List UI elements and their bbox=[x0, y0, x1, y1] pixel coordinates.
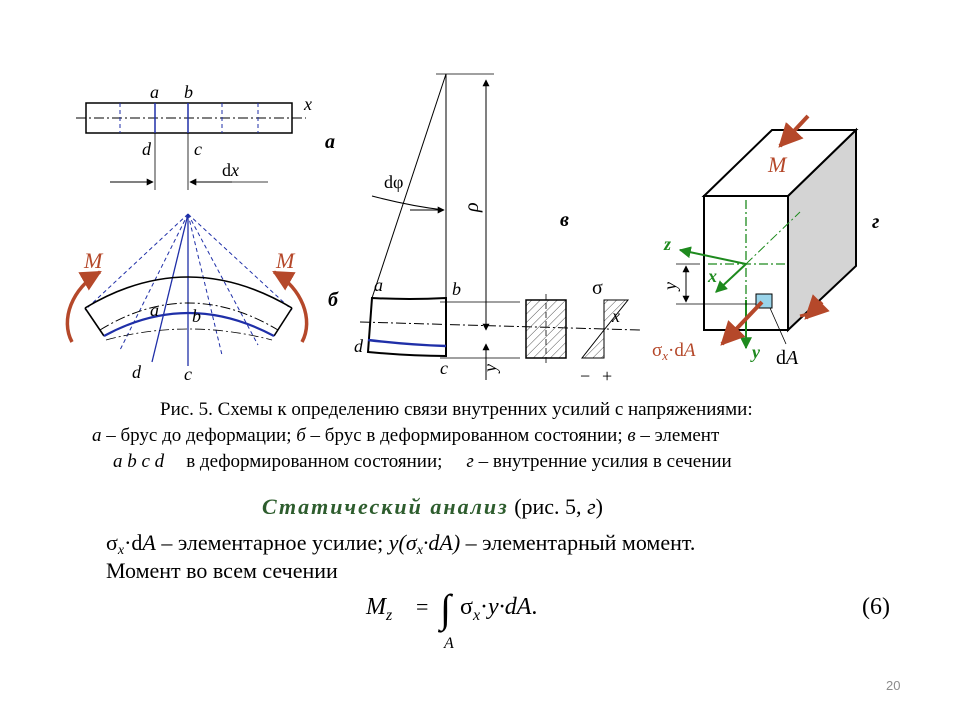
panel-b: M M a b d c б bbox=[65, 213, 339, 384]
label-d-elem: d bbox=[354, 336, 364, 356]
dA-A: A bbox=[142, 530, 156, 555]
sigma-symbol: σ bbox=[106, 530, 118, 555]
caption-g-text: – внутренние усилия в сечении bbox=[473, 451, 732, 472]
label-y-elem: y bbox=[480, 364, 500, 374]
body-line-2: Момент во всем сечении bbox=[106, 558, 338, 583]
equation-number: (6) bbox=[862, 594, 890, 620]
label-dx: dx bbox=[222, 160, 239, 180]
panel-v: dφ ρ a b d c y σ x − + в bbox=[354, 73, 641, 386]
label-M-cube: M bbox=[767, 152, 788, 177]
sigma-subscript: x bbox=[117, 543, 125, 558]
label-d-bent: d bbox=[132, 362, 142, 382]
label-x: x bbox=[303, 94, 312, 114]
figure-5: a b d c x dx а M M a b d c bbox=[65, 73, 879, 386]
label-d: d bbox=[142, 139, 152, 159]
heading-title: Статический анализ bbox=[262, 494, 509, 519]
label-y-dim: y bbox=[660, 282, 680, 292]
label-x-elem: x bbox=[611, 306, 620, 326]
caption-b-text: – брус в деформированном состоянии; bbox=[305, 425, 628, 446]
stress-diagram-tension bbox=[580, 328, 605, 359]
stress-diagram-compression bbox=[603, 299, 630, 332]
force-sigma-dA-arrow bbox=[720, 300, 764, 346]
moment-dA: ·dA) bbox=[422, 530, 461, 555]
label-c-bent: c bbox=[184, 364, 192, 384]
panel-a: a b d c x dx а bbox=[76, 82, 335, 190]
caption-prefix: Рис. 5. Схемы к определению связи внутре… bbox=[160, 399, 753, 420]
label-c: c bbox=[194, 139, 202, 159]
element-bottom-fiber bbox=[367, 338, 447, 348]
heading-ref-letter: г bbox=[587, 494, 596, 519]
neutral-axis bbox=[359, 321, 641, 331]
section-heading: Статический анализ (рис. 5, г) bbox=[262, 494, 603, 520]
moment-left-arrow bbox=[65, 270, 102, 343]
moment-right-arrow bbox=[272, 270, 309, 343]
label-M-left: M bbox=[83, 248, 104, 273]
caption-a-mark: а bbox=[92, 425, 102, 446]
axis-x bbox=[715, 263, 747, 293]
beam-top-edge bbox=[84, 276, 293, 309]
elementary-force-text: – элементарное усилие; bbox=[155, 530, 389, 555]
beam-bottom-edge bbox=[103, 311, 275, 337]
label-b-bent: b bbox=[192, 306, 201, 326]
label-c-elem: c bbox=[440, 358, 448, 378]
caption-b-mark: б bbox=[296, 425, 306, 446]
label-a: a bbox=[150, 82, 159, 102]
formula-limit: A bbox=[443, 635, 454, 652]
label-z: z bbox=[663, 234, 671, 254]
label-dA-cube: dA bbox=[776, 347, 799, 369]
heading-ref-close: ) bbox=[595, 494, 603, 519]
panel-tag-g: г bbox=[872, 211, 879, 233]
label-a-bent: a bbox=[150, 300, 159, 320]
label-sigma-dA: σx·dA bbox=[652, 340, 696, 363]
moment-expr: y(σ bbox=[388, 530, 417, 555]
formula-integral: ∫ bbox=[437, 586, 454, 633]
label-a-elem: a bbox=[374, 275, 383, 295]
ray-ad bbox=[151, 213, 189, 363]
caption-a-text: – брус до деформации; bbox=[101, 425, 297, 446]
caption-line-2: а – брус до деформации; б – брус в дефор… bbox=[92, 424, 719, 448]
label-b: b bbox=[184, 82, 193, 102]
axis-z bbox=[678, 246, 747, 265]
label-minus: − bbox=[580, 366, 590, 386]
heading-ref: (рис. 5, bbox=[508, 494, 588, 519]
moment-M-arrow bbox=[778, 114, 810, 148]
caption-v-text: – элемент bbox=[635, 425, 720, 446]
caption-line-1: Рис. 5. Схемы к определению связи внутре… bbox=[160, 398, 753, 422]
moment-subscript: x bbox=[416, 543, 423, 558]
label-plus: + bbox=[602, 366, 612, 386]
radius-line-ad bbox=[371, 73, 447, 299]
label-rho: ρ bbox=[461, 202, 483, 213]
caption-v-mark: в bbox=[627, 425, 636, 446]
label-b-elem: b bbox=[452, 279, 461, 299]
caption-abcd: a b c d bbox=[113, 451, 165, 472]
page-number: 20 bbox=[886, 678, 901, 693]
caption-v2-text: в деформированном состоянии; bbox=[186, 451, 443, 472]
panel-tag-b: б bbox=[328, 289, 339, 311]
elementary-moment-text: – элементарный момент. bbox=[460, 530, 696, 555]
formula-integrand: σx·y·dA. bbox=[460, 594, 537, 624]
label-M-right: M bbox=[275, 248, 296, 273]
panel-tag-a: а bbox=[325, 131, 335, 153]
formula-eq: = bbox=[416, 594, 428, 619]
label-x-cube: x bbox=[707, 266, 717, 286]
formula-lhs: Mz bbox=[365, 594, 393, 624]
body-line-1: σx·dA – элементарное усилие; y(σx·dA) – … bbox=[106, 530, 695, 559]
formula-Mz: Mz = ∫ A σx·y·dA. bbox=[365, 586, 537, 652]
dA-d: ·d bbox=[124, 530, 143, 555]
label-dphi: dφ bbox=[384, 172, 403, 192]
label-y-axis: y bbox=[750, 342, 761, 362]
label-sigma: σ bbox=[592, 277, 603, 299]
caption-line-3: a b c d в деформированном состоянии; г – в… bbox=[113, 450, 732, 474]
caption-g-mark: г bbox=[466, 451, 474, 472]
panel-tag-v: в bbox=[560, 209, 569, 231]
element-abcd bbox=[366, 296, 447, 358]
panel-g: M z x y y σx·dA dA г bbox=[652, 114, 879, 369]
